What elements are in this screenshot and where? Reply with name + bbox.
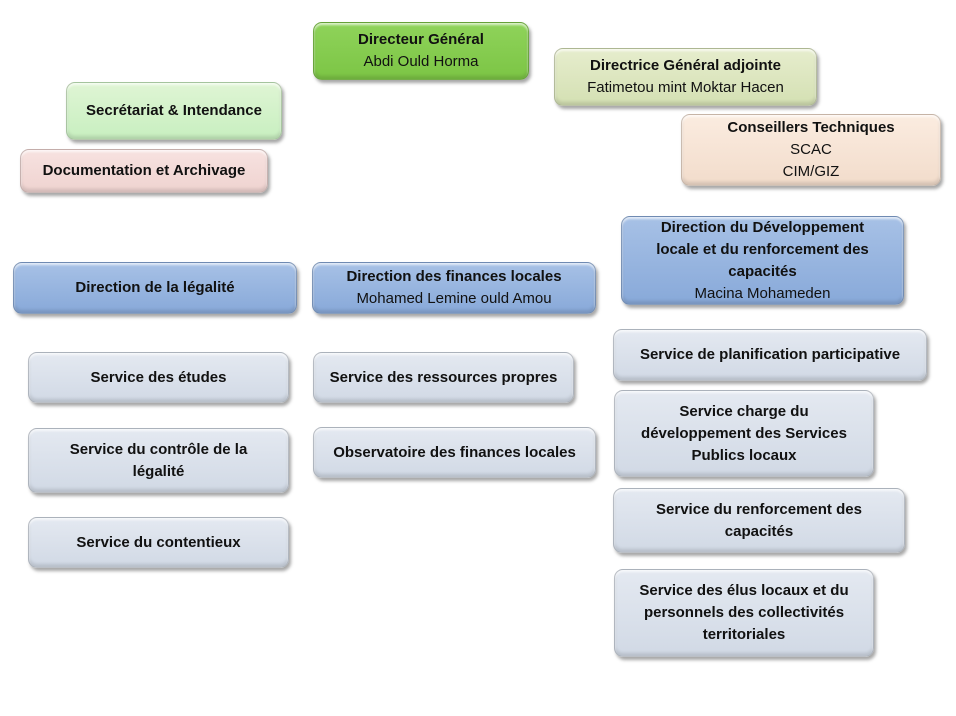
deputy-director-name: Fatimetou mint Moktar Hacen: [587, 79, 784, 96]
direction-developpement-name: Macina Mohameden: [694, 284, 831, 302]
secretariat-box: Secrétariat & Intendance: [66, 82, 282, 140]
advisors-box: Conseillers Techniques SCAC CIM/GIZ: [681, 114, 941, 186]
direction-developpement-box: Direction du Développement locale et du …: [621, 216, 904, 305]
service-box: Service des élus locaux et du personnels…: [614, 569, 874, 657]
service-box: Service des ressources propres: [313, 352, 574, 403]
service-label: Service du renforcement des capacités: [656, 500, 862, 540]
documentation-title: Documentation et Archivage: [42, 162, 246, 179]
service-box: Service de planification participative: [613, 329, 927, 381]
service-label: Service de planification participative: [639, 346, 901, 363]
documentation-box: Documentation et Archivage: [20, 149, 268, 193]
service-label: Service charge du développement des Serv…: [641, 402, 847, 464]
advisor-scac: SCAC: [790, 141, 832, 158]
deputy-director-title: Directrice Général adjointe: [590, 57, 781, 74]
advisor-cim-giz: CIM/GIZ: [782, 163, 840, 180]
secretariat-title: Secrétariat & Intendance: [86, 102, 262, 119]
deputy-director-box: Directrice Général adjointe Fatimetou mi…: [554, 48, 817, 106]
service-box: Service des études: [28, 352, 289, 403]
director-general-box: Directeur Général Abdi Ould Horma: [313, 22, 529, 80]
direction-legalite-title: Direction de la légalité: [75, 279, 235, 296]
service-label: Service des ressources propres: [329, 368, 558, 386]
director-general-title: Directeur Général: [358, 31, 484, 48]
service-box: Service charge du développement des Serv…: [614, 390, 874, 477]
direction-finances-name: Mohamed Lemine ould Amou: [356, 290, 552, 307]
service-box: Service du contentieux: [28, 517, 289, 568]
service-box: Service du contrôle de la légalité: [28, 428, 289, 493]
service-label: Service des élus locaux et du personnels…: [639, 582, 849, 643]
direction-legalite-box: Direction de la légalité: [13, 262, 297, 314]
advisors-title: Conseillers Techniques: [727, 119, 895, 136]
service-box: Observatoire des finances locales: [313, 427, 596, 478]
direction-finances-title: Direction des finances locales: [346, 268, 562, 285]
direction-developpement-title: Direction du Développement locale et du …: [656, 218, 869, 280]
service-label: Observatoire des finances locales: [333, 443, 576, 461]
director-general-name: Abdi Ould Horma: [363, 53, 479, 70]
direction-finances-box: Direction des finances locales Mohamed L…: [312, 262, 596, 314]
service-label: Service des études: [90, 368, 227, 386]
service-label: Service du contrôle de la légalité: [69, 440, 248, 480]
service-box: Service du renforcement des capacités: [613, 488, 905, 553]
service-label: Service du contentieux: [76, 533, 241, 551]
